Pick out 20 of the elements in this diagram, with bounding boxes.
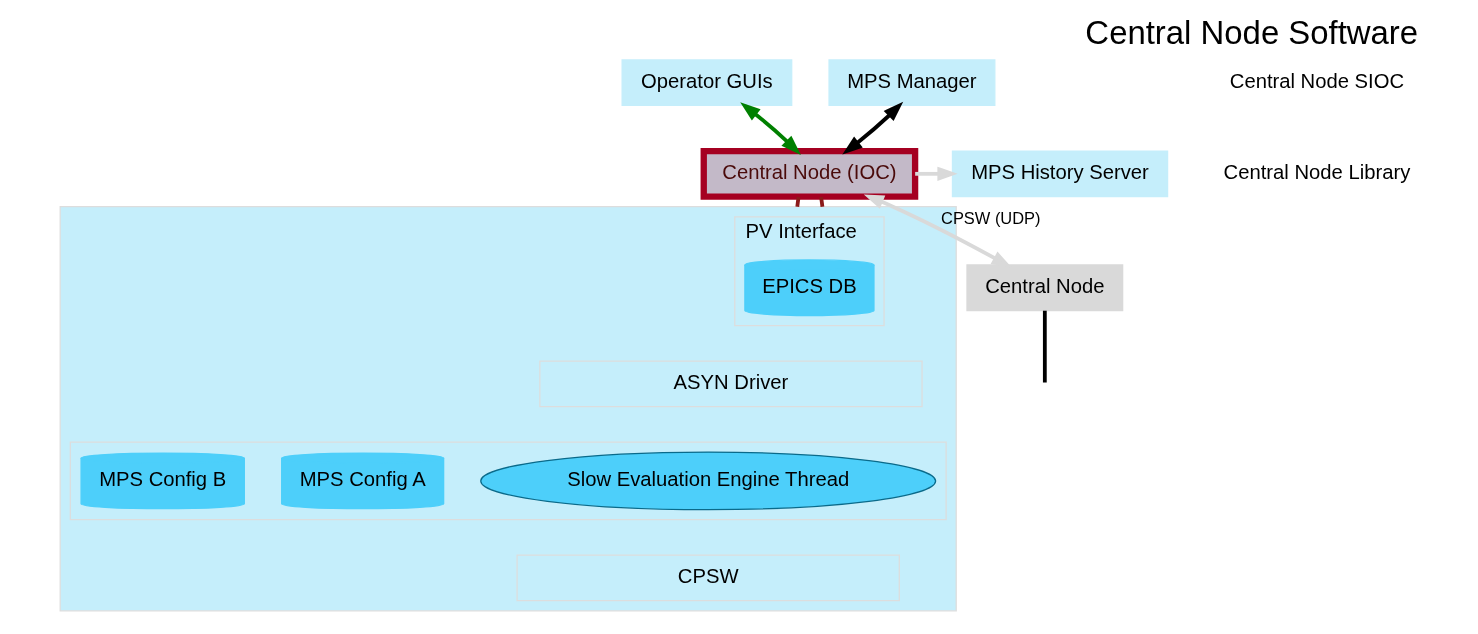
connector [1042, 310, 1047, 383]
label: Central Node SIOC [1229, 69, 1404, 92]
node-box: CPSW [515, 554, 900, 602]
node-box: ASYN Driver [538, 360, 923, 408]
diagram-title: Central Node Software [1084, 14, 1418, 52]
node-box: Central Node [965, 264, 1123, 312]
node-box: MPS History Server [951, 150, 1168, 198]
arrow [914, 166, 958, 181]
arrow [739, 102, 801, 155]
arrow [841, 101, 903, 155]
node-ellipse: Slow Evaluation Engine Thread [479, 451, 936, 511]
connector [818, 196, 824, 207]
edge-label: CPSW (UDP) [940, 209, 1041, 228]
arrow [863, 194, 1012, 268]
node-box: MPS Manager [827, 59, 995, 107]
node-box: Central Node (IOC) [700, 147, 918, 200]
label: Central Node Library [1223, 160, 1410, 183]
connector [794, 196, 800, 207]
cluster [69, 441, 947, 521]
node-box: Operator GUIs [621, 59, 792, 107]
